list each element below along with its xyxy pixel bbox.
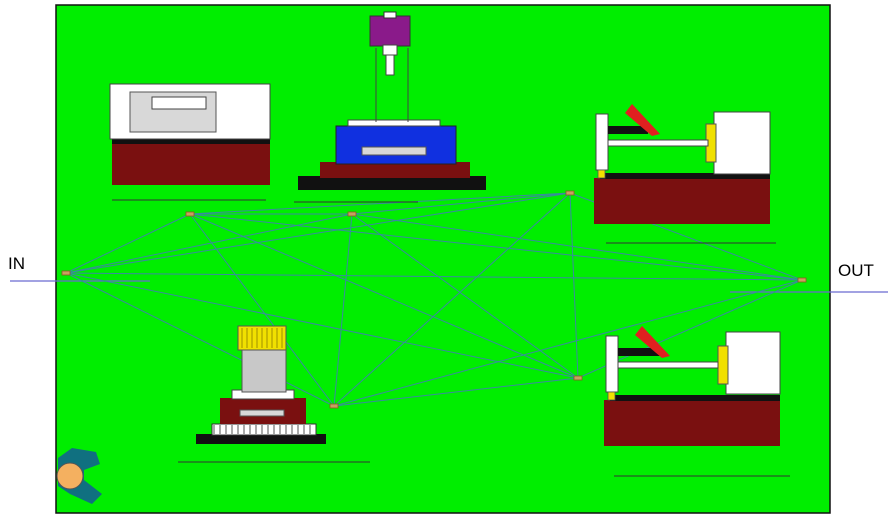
network-path [569, 192, 579, 379]
network-path [333, 377, 579, 407]
output-label: OUT [838, 261, 874, 280]
network-node[interactable] [347, 211, 357, 217]
robot-operator-icon[interactable] [56, 448, 102, 504]
network-path [189, 213, 579, 379]
network-path [189, 213, 803, 281]
lathe-machine-icon[interactable] [604, 326, 790, 477]
network-node[interactable] [329, 403, 339, 409]
network-node[interactable] [573, 375, 583, 381]
network-path [333, 279, 803, 407]
network-path [65, 272, 579, 379]
lathe-machine-icon[interactable] [594, 104, 776, 244]
cap-stripes [241, 328, 283, 348]
cabinet-machine-icon[interactable] [109, 83, 271, 201]
network-node[interactable] [185, 211, 195, 217]
network-path [333, 192, 571, 407]
network-path [65, 192, 571, 274]
input-label: IN [8, 254, 25, 273]
network-path [65, 272, 335, 407]
network-path [351, 192, 571, 215]
network-path [65, 213, 353, 274]
network-path [189, 213, 335, 407]
network-node[interactable] [61, 270, 71, 276]
drill-press-icon[interactable] [294, 11, 486, 203]
network-node[interactable] [797, 277, 807, 283]
transport-network [61, 190, 807, 409]
network-node[interactable] [565, 190, 575, 196]
network-path [65, 213, 191, 274]
network-path [333, 213, 353, 407]
rotary-table-teeth [213, 425, 311, 434]
network-path [65, 272, 803, 281]
network-path [351, 213, 803, 281]
rotary-table-machine-icon[interactable] [178, 325, 370, 463]
network-path [189, 192, 571, 215]
